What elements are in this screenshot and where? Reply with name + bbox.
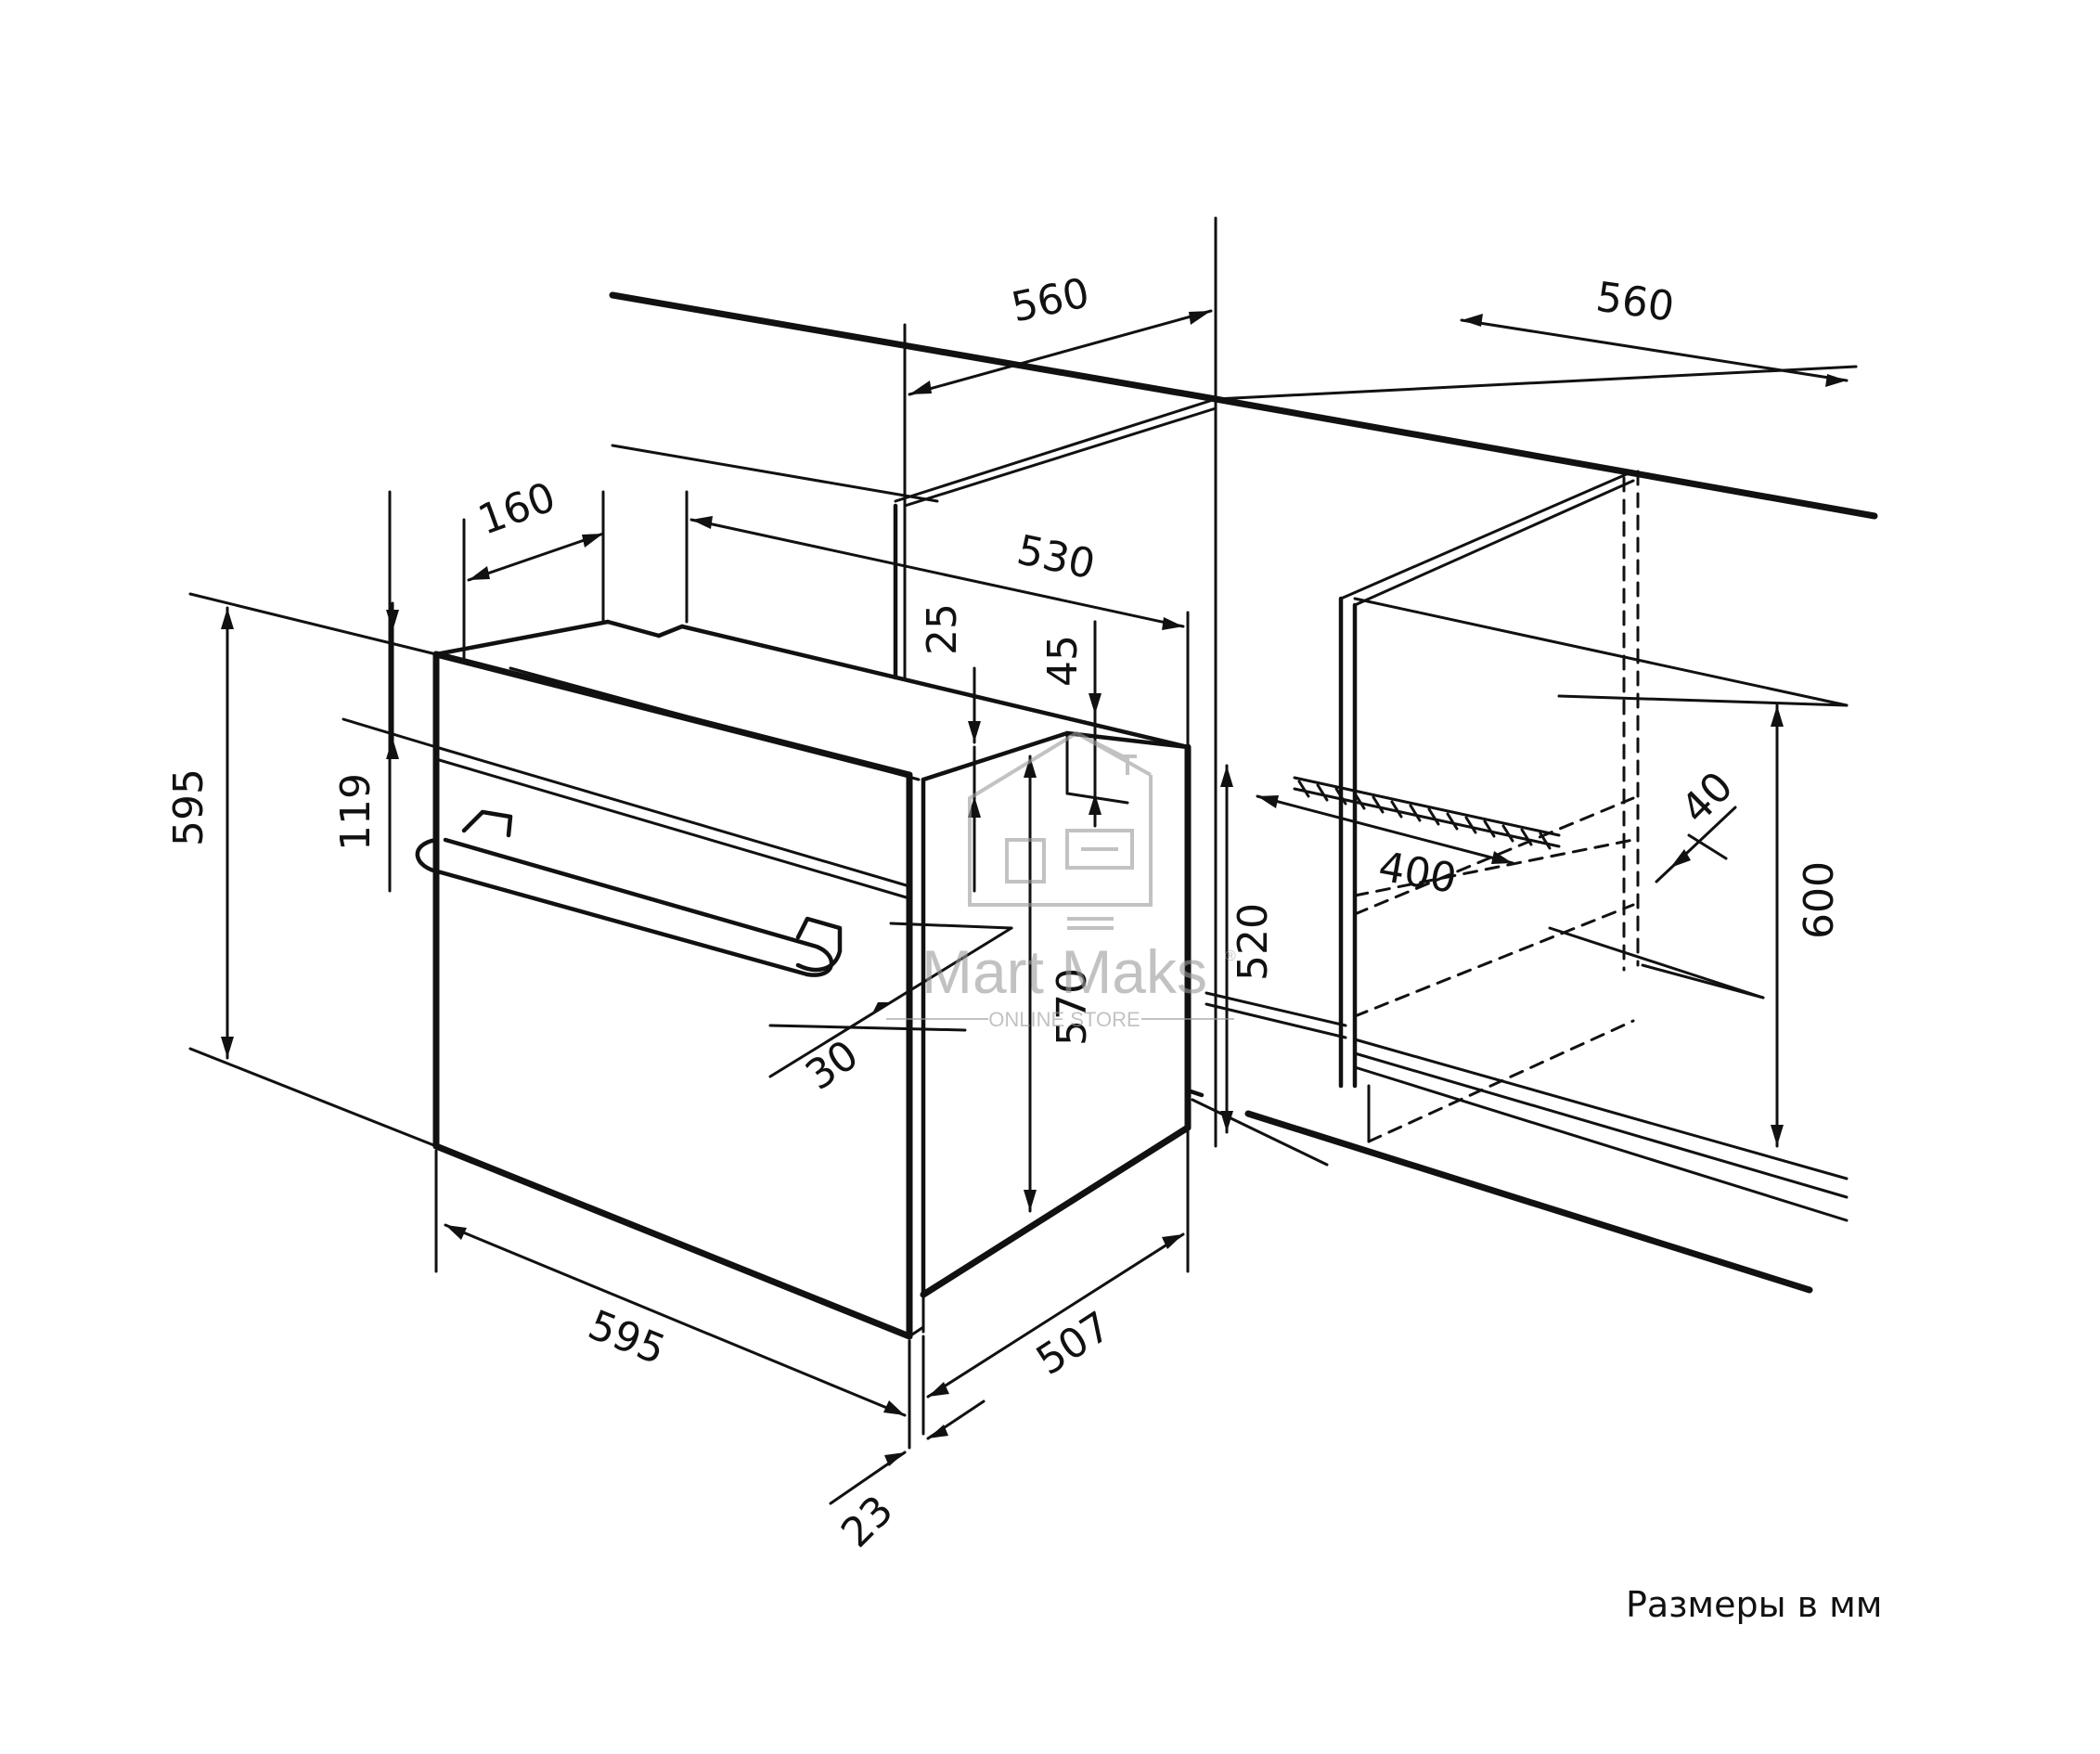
dim-400: 400	[1375, 843, 1461, 903]
cabinet-outline	[609, 216, 1878, 1294]
watermark-registered: ®	[1225, 948, 1236, 964]
dim-160: 160	[472, 473, 561, 545]
dim-507: 507	[1028, 1303, 1119, 1386]
dim-595-height: 595	[165, 768, 213, 846]
units-note: Размеры в мм	[1626, 1584, 1882, 1625]
dim-560-right: 560	[1593, 274, 1677, 331]
dim-530: 530	[1013, 526, 1100, 588]
dim-40: 40	[1672, 763, 1743, 833]
dim-560-left: 560	[1008, 269, 1094, 331]
dim-520: 520	[1230, 903, 1277, 981]
dimension-lines	[188, 309, 1849, 1505]
dimension-labels: 560 560 160 530 25 45 119 595 30 570 520…	[165, 269, 1843, 1556]
dim-23: 23	[832, 1487, 903, 1557]
watermark-logo: Mart Maks ® ONLINE STORE	[886, 730, 1236, 1031]
watermark-tagline: ONLINE STORE	[988, 1008, 1140, 1031]
dim-25: 25	[919, 603, 966, 655]
dim-30: 30	[797, 1031, 867, 1100]
dim-45: 45	[1039, 635, 1087, 687]
dim-600: 600	[1796, 861, 1843, 939]
vent-grating	[1293, 776, 1561, 850]
dim-119: 119	[332, 773, 380, 851]
house-icon	[968, 730, 1153, 930]
dim-570: 570	[1049, 968, 1096, 1046]
watermark-brand: Mart Maks	[921, 937, 1207, 1006]
